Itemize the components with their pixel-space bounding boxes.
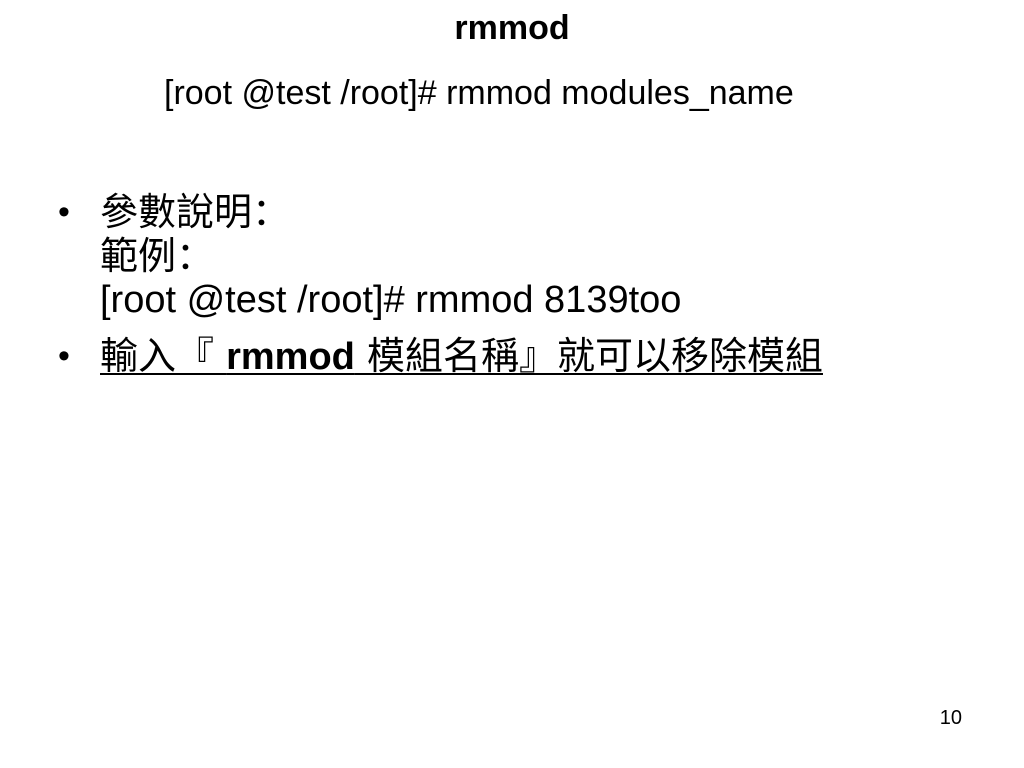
bullet-marker: • — [58, 193, 70, 231]
command-syntax: [root @test /root]# rmmod modules_name — [164, 74, 794, 112]
slide-title: rmmod — [454, 9, 570, 47]
bullet-item-summary: • 輸入『 rmmod 模組名稱』就可以移除模組 — [58, 334, 998, 379]
summary-text-prefix: 輸入『 — [100, 334, 227, 378]
page-number: 10 — [939, 707, 962, 729]
bullet-list: • 參數說明： 範例： [root @test /root]# rmmod 81… — [58, 190, 998, 391]
summary-command: rmmod — [226, 336, 355, 378]
bullet-item-parameters: • 參數說明： 範例： [root @test /root]# rmmod 81… — [58, 190, 998, 322]
summary-text: 輸入『 rmmod 模組名稱』就可以移除模組 — [100, 334, 823, 378]
example-command: [root @test /root]# rmmod 8139too — [100, 279, 682, 321]
parameter-description-label: 參數說明： — [100, 190, 291, 234]
bullet-marker: • — [58, 337, 70, 375]
summary-text-suffix: 模組名稱』就可以移除模組 — [354, 334, 823, 378]
example-label: 範例： — [100, 234, 215, 278]
